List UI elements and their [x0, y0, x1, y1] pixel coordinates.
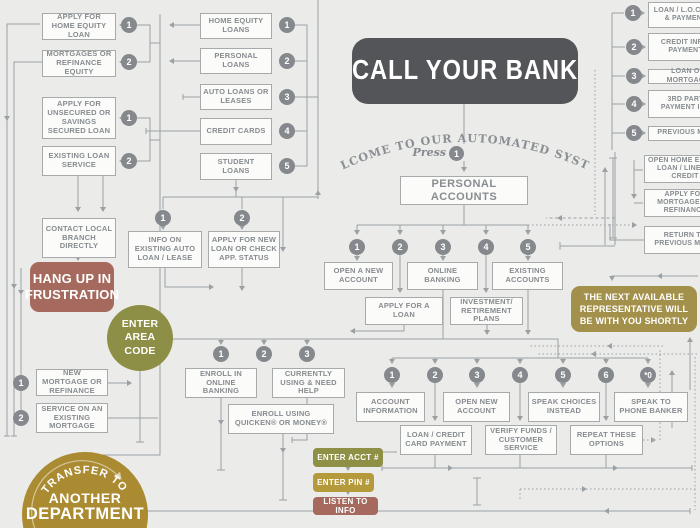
- node-new-mortgage-or-refinance: NEW MORTGAGE OR REFINANCE: [36, 368, 108, 396]
- node-apply-for-a-loan: APPLY FOR A LOAN: [365, 297, 443, 325]
- node-investment-retirement-plans: INVESTMENT/ RETIREMENT PLANS: [450, 297, 523, 325]
- node-return-to-previous-menu: RETURN TO PREVIOUS MENU: [644, 226, 700, 254]
- node-service-existing-mortgage: SERVICE ON AN EXISTING MORTGAGE: [36, 403, 108, 433]
- node-auto-loans-or-leases: AUTO LOANS OR LEASES: [200, 84, 272, 110]
- node-home-equity-loans: HOME EQUITY LOANS: [200, 13, 272, 39]
- key-badge: 2: [121, 54, 137, 70]
- key-badge: 3: [299, 346, 315, 362]
- node-currently-using-need-help: CURRENTLY USING & NEED HELP: [272, 368, 345, 398]
- key-badge: 1: [279, 17, 295, 33]
- key-badge: *0: [640, 367, 656, 383]
- svg-text:WELCOME TO OUR AUTOMATED SYSTE: WELCOME TO OUR AUTOMATED SYSTEM: [330, 110, 592, 173]
- node-enter-acct-number: ENTER ACCT #: [313, 448, 383, 467]
- node-apply-unsecured-loan: APPLY FOR UNSECURED OR SAVINGS SECURED L…: [42, 97, 116, 139]
- node-student-loans: STUDENT LOANS: [200, 153, 272, 180]
- key-badge: 1: [155, 210, 171, 226]
- node-enter-pin-number: ENTER PIN #: [313, 473, 374, 492]
- node-open-new-account: OPEN NEW ACCOUNT: [443, 392, 510, 422]
- key-badge: 2: [427, 367, 443, 383]
- node-loan-credit-card-payment: LOAN / CREDIT CARD PAYMENT: [400, 425, 472, 455]
- node-loan-loc-info-payments: LOAN / L.O.C. INFO & PAYMENTS: [648, 2, 700, 28]
- node-verify-funds-customer-service: VERIFY FUNDS / CUSTOMER SERVICE: [485, 425, 557, 455]
- key-badge: 1: [121, 110, 137, 126]
- transfer-arc-text: TRANSFER TO: [31, 460, 129, 528]
- key-badge: 2: [13, 410, 29, 426]
- key-badge: 2: [256, 346, 272, 362]
- node-listen-to-info: LISTEN TO INFO: [313, 497, 378, 515]
- key-badge: 3: [279, 89, 295, 105]
- key-badge: 4: [279, 123, 295, 139]
- transfer-line1: ANOTHER: [48, 490, 122, 506]
- key-badge: 1: [349, 239, 365, 255]
- node-repeat-these-options: REPEAT THESE OPTIONS: [570, 425, 643, 455]
- key-badge: 2: [392, 239, 408, 255]
- key-badge: 5: [520, 239, 536, 255]
- key-badge: 4: [478, 239, 494, 255]
- node-previous-menu: PREVIOUS MENU: [648, 126, 700, 141]
- welcome-text: WELCOME TO OUR AUTOMATED SYSTEM: [330, 110, 591, 173]
- node-apply-mortgage-or-refinance: APPLY FOR MORTGAGE OR REFINANCE: [644, 189, 700, 217]
- press-label: Press: [412, 146, 446, 159]
- key-badge: 2: [234, 210, 250, 226]
- key-badge: 3: [469, 367, 485, 383]
- key-badge: 6: [598, 367, 614, 383]
- node-speak-choices-instead: SPEAK CHOICES INSTEAD: [528, 392, 600, 422]
- key-badge: 5: [626, 125, 642, 141]
- key-badge: 5: [279, 158, 295, 174]
- key-badge: 1: [384, 367, 400, 383]
- node-info-existing-auto-loan: INFO ON EXISTING AUTO LOAN / LEASE: [128, 231, 202, 268]
- key-badge: 1: [625, 5, 641, 21]
- node-speak-to-phone-banker: SPEAK TO PHONE BANKER: [614, 392, 688, 422]
- key-badge: 5: [555, 367, 571, 383]
- key-badge: 1: [213, 346, 229, 362]
- node-next-available-representative: THE NEXT AVAILABLE REPRESENTATIVE WILL B…: [571, 286, 697, 332]
- node-contact-local-branch: CONTACT LOCAL BRANCH DIRECTLY: [42, 218, 116, 258]
- key-badge: 4: [626, 96, 642, 112]
- key-badge: 3: [435, 239, 451, 255]
- key-badge: 3: [626, 68, 642, 84]
- title-call-your-bank: CALL YOUR BANK: [352, 38, 578, 104]
- transfer-line2: DEPARTMENT: [25, 505, 145, 523]
- node-credit-info-payments: CREDIT INFO & PAYMENTS: [648, 33, 700, 61]
- key-badge: 2: [279, 53, 295, 69]
- key-badge: 1: [121, 17, 137, 33]
- node-existing-loan-service: EXISTING LOAN SERVICE: [42, 146, 116, 176]
- key-badge: 1: [13, 375, 29, 391]
- node-enter-area-code: ENTER AREA CODE: [107, 305, 173, 371]
- node-open-a-new-account: OPEN A NEW ACCOUNT: [324, 262, 393, 290]
- node-personal-loans: PERSONAL LOANS: [200, 48, 272, 74]
- press-key-badge: 1: [449, 146, 464, 161]
- node-personal-accounts: PERSONAL ACCOUNTS: [400, 176, 528, 205]
- node-account-information: ACCOUNT INFORMATION: [356, 392, 425, 422]
- node-open-home-equity-loan: OPEN HOME EQUITY LOAN / LINE OF CREDIT: [644, 155, 700, 183]
- node-enroll-in-online-banking: ENROLL IN ONLINE BANKING: [185, 368, 257, 398]
- node-apply-home-equity-loan: APPLY FOR HOME EQUITY LOAN: [42, 12, 116, 40]
- node-credit-cards: CREDIT CARDS: [200, 118, 272, 145]
- welcome-arc: WELCOME TO OUR AUTOMATED SYSTEM: [330, 110, 592, 173]
- node-3rd-party-payment-info: 3RD PARTY PAYMENT INFO: [648, 90, 700, 118]
- key-badge: 4: [512, 367, 528, 383]
- node-existing-accounts: EXISTING ACCOUNTS: [492, 262, 563, 290]
- node-enroll-using-quicken-money: ENROLL USING QUICKEN® OR MONEY®: [228, 404, 334, 434]
- key-badge: 2: [626, 39, 642, 55]
- title-text: CALL YOUR BANK: [351, 54, 579, 86]
- node-loan-or-mortgage: LOAN OR MORTGAGE: [648, 68, 700, 84]
- node-transfer-another-department: TRANSFER TO ANOTHER DEPARTMENT: [22, 452, 148, 528]
- node-hang-up-in-frustration: HANG UP IN FRUSTRATION: [25, 262, 119, 312]
- node-mortgages-refinance-equity: MORTGAGES OR REFINANCE EQUITY: [42, 49, 116, 77]
- node-apply-new-loan-check-status: APPLY FOR NEW LOAN OR CHECK APP. STATUS: [208, 231, 280, 268]
- key-badge: 2: [121, 153, 137, 169]
- node-online-banking: ONLINE BANKING: [407, 262, 478, 290]
